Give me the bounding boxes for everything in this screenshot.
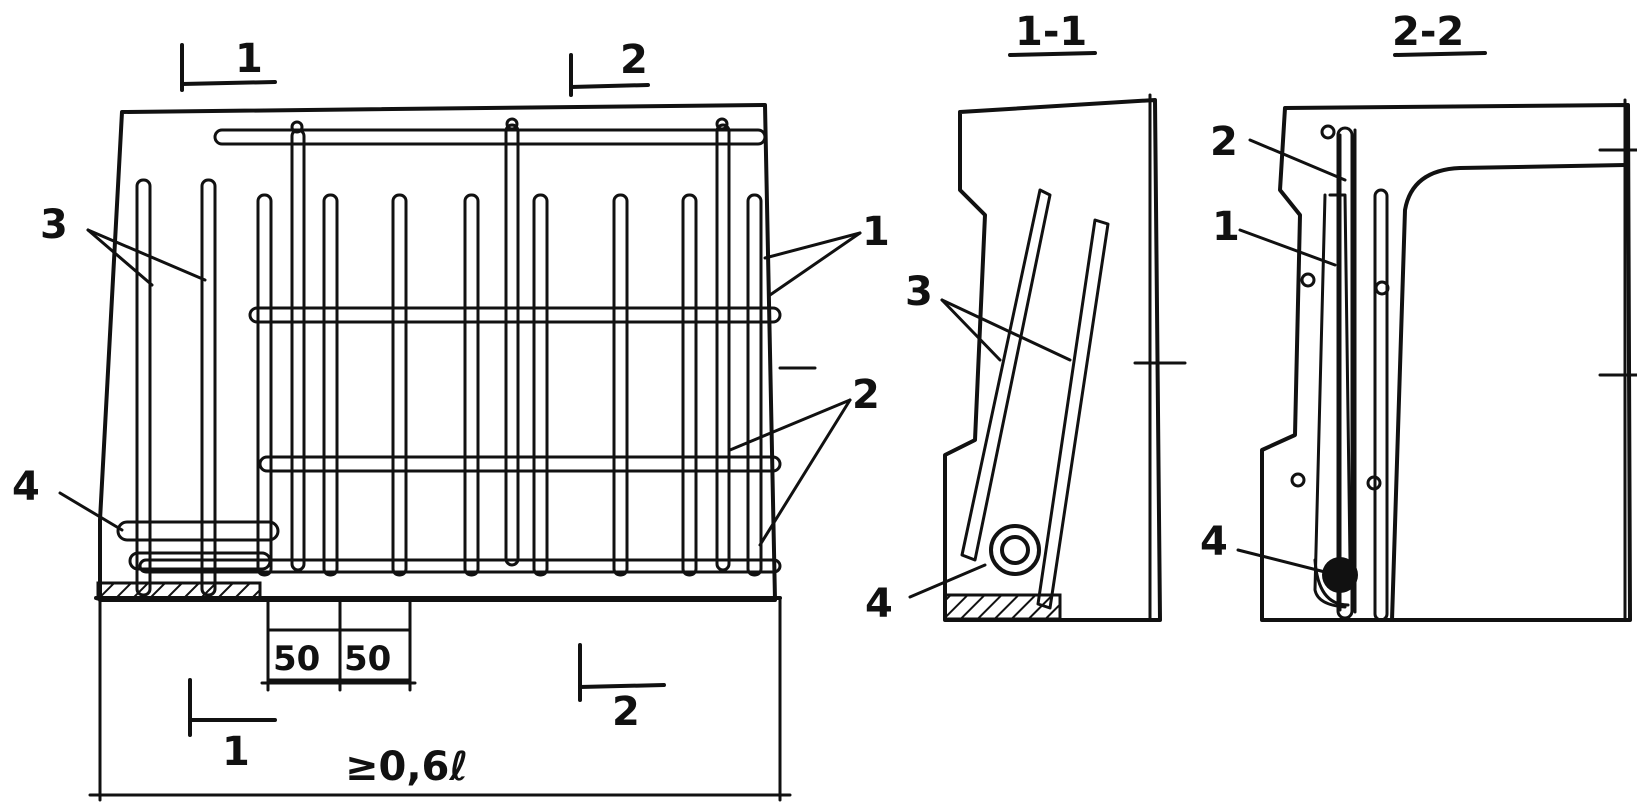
main-elevation-view: 1 2 3 1 2 4 50 50 2 1 ≥0,6ℓ [12,36,890,802]
section-mark-2-bottom: 2 [612,689,640,735]
callout-3: 3 [40,202,68,248]
overall-dimension: ≥0,6ℓ [345,744,468,790]
bar-hook [290,120,304,134]
bottom-longitudinal-bar [138,558,782,574]
section-2-2-callout-4: 4 [1200,519,1228,565]
section-1-1-stirrup [960,188,1052,562]
section-mark-2-top: 2 [620,37,648,83]
section-mark-1-bottom: 1 [222,729,250,775]
bent-bars-2 [290,123,731,572]
section-1-1-title: 1-1 [1015,9,1087,55]
section-1-1-base-hatch [943,593,1062,621]
section-2-2-callout-2: 2 [1210,119,1238,165]
anchor-bar-4 [116,520,280,542]
section-2-2-outline [1260,103,1632,622]
callout-1: 1 [862,209,890,255]
anchor-bar-4-lower [128,551,272,571]
bar-hook [715,117,729,131]
section-2-2-view: 2-2 2 1 4 [1200,9,1637,622]
callout-2: 2 [852,372,880,418]
section-1-1-callout-3: 3 [905,269,933,315]
section-2-2-anchor-bar-4 [1322,557,1358,593]
section-1-1-callout-4: 4 [865,581,893,627]
dim-50-b: 50 [344,639,391,679]
section-1-1-outline [943,98,1162,622]
top-longitudinal-bar [213,128,767,146]
section-2-2-inner-void [1390,163,1627,622]
bar-hook [505,117,519,131]
dim-50-a: 50 [273,639,320,679]
section-1-1-anchor-bar-4 [989,524,1041,576]
section-1-1-view: 1-1 3 4 [865,9,1187,627]
mesh-horizontal-lower [258,455,782,473]
mesh-verticals-1 [256,193,763,577]
section-2-2-u-bar [1313,128,1357,614]
stirrups-3 [135,178,217,597]
mesh-horizontal-upper [248,306,782,324]
section-2-2-callout-1: 1 [1212,204,1240,250]
callout-4: 4 [12,464,40,510]
section-1-1-stirrup [1036,218,1110,610]
section-mark-1-top: 1 [235,36,263,82]
support-hatch [96,581,262,601]
section-2-2-title: 2-2 [1392,9,1464,55]
